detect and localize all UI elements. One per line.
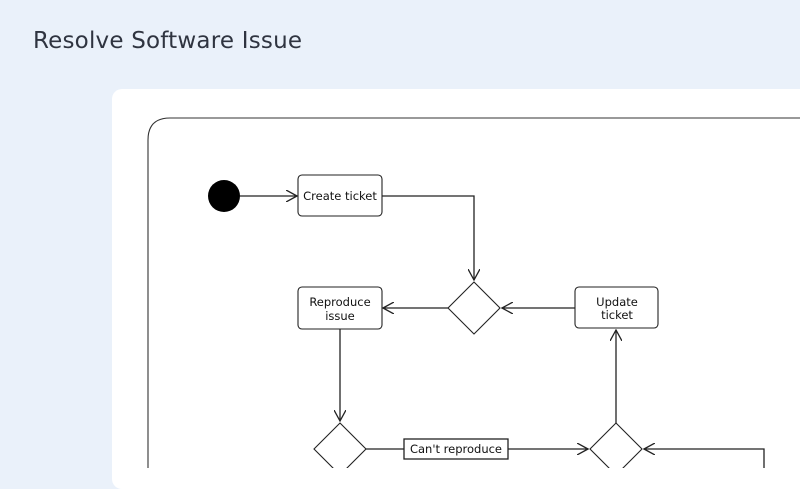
node-create-ticket[interactable]: Create ticket — [297, 174, 383, 217]
start-node[interactable] — [208, 180, 240, 212]
node-update-ticket-label-line1: Update — [596, 295, 638, 309]
decision-node-merge[interactable] — [447, 281, 501, 335]
canvas-card — [112, 89, 800, 489]
node-update-ticket[interactable]: Update ticket — [574, 286, 659, 329]
diagram-frame — [147, 117, 800, 468]
node-update-ticket-label-line2: ticket — [601, 308, 633, 322]
decision-node-merge-lower[interactable] — [589, 422, 643, 468]
guard-label-cant-reproduce-text: Can't reproduce — [410, 442, 502, 456]
node-reproduce-issue[interactable]: Reproduce issue — [297, 286, 383, 330]
activity-diagram: Create ticket Reproduce issue Update tic… — [147, 117, 800, 468]
decision-node-reproduce-check[interactable] — [313, 422, 367, 468]
guard-label-cant-reproduce: Can't reproduce — [403, 438, 509, 460]
edge-incoming-right — [644, 449, 765, 468]
node-reproduce-issue-label-line1: Reproduce — [309, 295, 370, 309]
node-create-ticket-label: Create ticket — [303, 189, 377, 203]
node-reproduce-issue-label-line2: issue — [325, 309, 355, 323]
edge-create-to-decision — [382, 195, 474, 280]
page-title: Resolve Software Issue — [33, 28, 303, 54]
